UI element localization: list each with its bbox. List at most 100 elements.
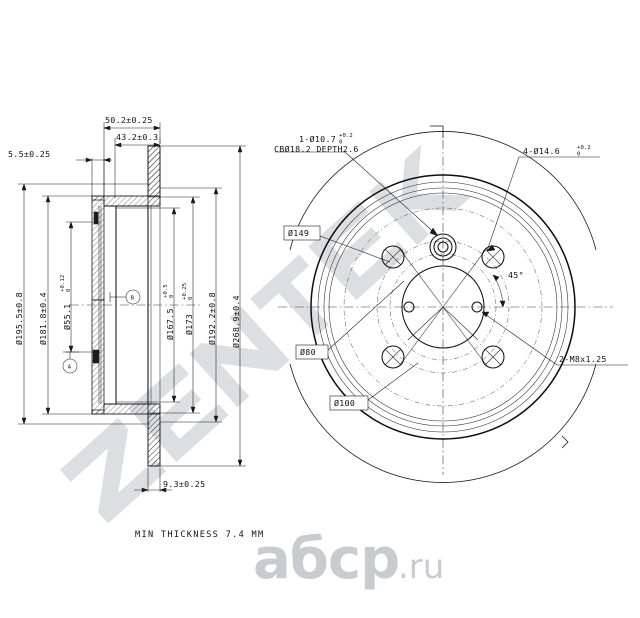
note-thread-leader xyxy=(481,311,558,366)
bolt-hole-lower-right xyxy=(481,345,505,369)
counterbore-hole xyxy=(429,233,457,261)
dim-167-5-label: Ø167.5 xyxy=(165,308,175,340)
dim-9-3-group: 9.3±0.25 xyxy=(134,468,205,493)
boxed-label-80-text: Ø80 xyxy=(300,347,316,357)
center-bore-circle xyxy=(401,265,485,349)
arrow-192-2-top xyxy=(213,187,219,195)
dim-192-2-group: Ø192.2±0.8 xyxy=(160,187,222,423)
dim-192-2-label: Ø192.2±0.8 xyxy=(207,292,217,345)
angle-45-indicator: 45° xyxy=(492,270,524,308)
dim-9-3-label: 9.3±0.25 xyxy=(163,479,205,489)
dim-55-1-group: Ø55.1 +0.12 0 xyxy=(60,221,100,353)
dim-55-1-tol-upper: +0.12 xyxy=(60,275,66,292)
arrow-5-5-a xyxy=(85,157,93,163)
dim-50-2-label: 50.2±0.25 xyxy=(105,115,153,125)
boxed-label-100-text: Ø100 xyxy=(334,398,355,408)
detail-marker-b: B xyxy=(109,289,141,305)
dim-55-1-tol-lower: 0 xyxy=(66,289,72,292)
dim-173-tol-upper: +0.25 xyxy=(182,283,188,300)
note-cb-line2: CBØ18.2 DEPTH2.6 xyxy=(274,144,359,154)
note-thread-line1: 2-M8x1.25 xyxy=(559,354,607,364)
boxed-label-80: Ø80 xyxy=(295,280,405,360)
note-cb-line1: 1-Ø10.7 xyxy=(299,134,336,144)
boxed-label-149-text: Ø149 xyxy=(288,228,309,238)
note-bolt-tol-upper: +0.2 xyxy=(577,145,591,151)
circle-100 xyxy=(376,240,510,374)
note-bolt-leader xyxy=(486,156,520,252)
arrow-50-2-right xyxy=(153,125,161,131)
dim-195-5-label: Ø195.5±0.8 xyxy=(14,292,24,345)
arrow-192-2-bottom xyxy=(213,415,219,423)
dim-195-5-group: Ø195.5±0.8 xyxy=(14,183,150,425)
detail-marker-a-label: A xyxy=(68,365,72,371)
note-counterbore-group: 1-Ø10.7 +0.2 0 CBØ18.2 DEPTH2.6 xyxy=(274,133,439,237)
threaded-hole-left xyxy=(403,301,415,313)
bolt-holes-group xyxy=(381,245,505,369)
arrow-5-5-b xyxy=(103,157,111,163)
arrow-43-2-right xyxy=(153,142,161,148)
dim-173-label: Ø173 xyxy=(184,314,194,335)
note-bolt-line1: 4-Ø14.6 xyxy=(523,146,560,156)
detail-marker-a: A xyxy=(62,351,79,374)
arrow-9-3-right xyxy=(159,487,167,493)
arrow-55-1-bottom xyxy=(68,345,74,353)
arrow-43-2-left xyxy=(114,142,122,148)
hub-notch-upper xyxy=(93,211,99,225)
dim-167-5-tol-lower: 0 xyxy=(169,295,175,298)
dim-43-2-group: 43.2±0.3 xyxy=(114,132,161,198)
note-cb-arrow xyxy=(429,227,439,237)
corner-angle-mark xyxy=(430,125,444,138)
arrow-195-5-top xyxy=(21,183,27,191)
circle-167-5 xyxy=(328,192,558,422)
dim-268-9-group: Ø268.9±0.4 xyxy=(160,145,246,467)
arrow-268-9-top xyxy=(237,145,243,153)
circle-80 xyxy=(389,253,497,361)
note-thread-arrow xyxy=(481,311,490,318)
dim-181-8-label: Ø181.8±0.4 xyxy=(38,292,48,345)
arrow-9-3-left xyxy=(141,487,149,493)
arrow-268-9-bottom xyxy=(237,459,243,467)
dim-5-5-group: 5.5±0.25 xyxy=(8,149,112,196)
threaded-holes-group xyxy=(403,301,483,313)
leader-149 xyxy=(319,235,391,263)
threaded-hole-right xyxy=(471,301,483,313)
site-watermark-tld: .ru xyxy=(398,547,444,587)
hub-notch-lower xyxy=(92,349,100,364)
arrow-181-8-top xyxy=(45,195,51,203)
arrow-181-8-bottom xyxy=(45,407,51,415)
braking-surface-inner-circle xyxy=(317,181,569,433)
note-cb-tol-lower: 0 xyxy=(339,140,342,146)
dim-173-tol-lower: 0 xyxy=(188,297,194,300)
note-cb-tol-upper: +0.2 xyxy=(339,133,353,139)
rotor-od-arc-bottom xyxy=(289,363,597,483)
arrow-167-5-top xyxy=(171,207,177,215)
dim-5-5-label: 5.5±0.25 xyxy=(8,149,50,159)
detail-marker-b-label: B xyxy=(131,296,135,302)
dim-268-9-label: Ø268.9±0.4 xyxy=(231,295,241,348)
leader-80 xyxy=(327,280,405,351)
dim-167-5-group: Ø167.5 +0.5 0 xyxy=(116,207,180,403)
note-threaded-group: 2-M8x1.25 xyxy=(481,311,628,366)
dim-181-8-group: Ø181.8±0.4 xyxy=(38,195,150,415)
bolt-hole-upper-left xyxy=(381,245,405,269)
circle-149-bolt-pitch xyxy=(343,207,543,407)
circle-173 xyxy=(323,187,563,427)
dim-167-5-tol-upper: +0.5 xyxy=(163,284,169,298)
dim-173-group: Ø173 +0.25 0 xyxy=(148,196,200,414)
dim-55-1-label: Ø55.1 xyxy=(62,304,72,330)
min-thickness-note: MIN THICKNESS 7.4 MM xyxy=(135,530,264,540)
leader-100 xyxy=(367,362,419,401)
braking-surface-outer-circle xyxy=(310,174,576,440)
note-bolt-tol-lower: 0 xyxy=(577,152,580,158)
bolt-hole-lower-left xyxy=(381,345,405,369)
dim-43-2-label: 43.2±0.3 xyxy=(116,132,158,142)
break-mark-right xyxy=(561,435,569,449)
note-bolt-holes-group: 4-Ø14.6 +0.2 0 xyxy=(486,145,600,252)
arrow-50-2-left xyxy=(103,125,111,131)
note-bolt-arrow xyxy=(486,244,496,252)
boxed-label-100: Ø100 xyxy=(329,362,419,411)
arrow-195-5-bottom xyxy=(21,417,27,425)
